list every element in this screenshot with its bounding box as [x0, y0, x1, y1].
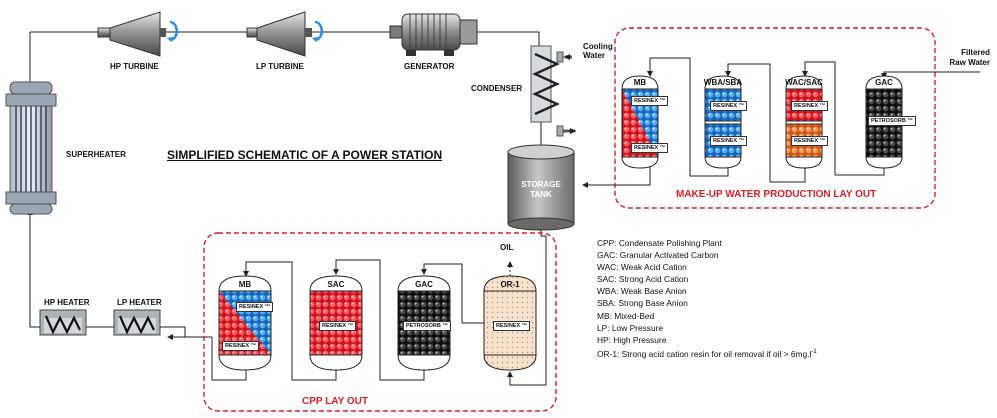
storage-tank-label-1: STORAGE — [521, 180, 561, 189]
makeup-wac-sac-tag-2: RESINEX ™ — [791, 136, 829, 146]
legend-item: MB: Mixed-Bed — [597, 310, 655, 321]
makeup-mb-tag-2: RESINEX ™ — [631, 143, 669, 153]
hp-heater — [39, 309, 87, 336]
legend-item: LP: Low Pressure — [597, 322, 664, 333]
hp-turbine — [97, 11, 179, 57]
cpp-layout-label: CPP LAY OUT — [302, 396, 368, 407]
cpp-mb-tag-1: RESINEX ™ — [236, 302, 274, 312]
makeup-gac-name: GAC — [875, 78, 893, 87]
abbreviation-legend: CPP: Condensate Polishing Plant GAC: Gra… — [597, 237, 817, 360]
cpp-frame — [203, 232, 557, 412]
makeup-wba-sba-tag-2: RESINEX ™ — [710, 136, 748, 146]
legend-item: HP: High Pressure — [597, 334, 667, 345]
makeup-vessel-mb — [621, 75, 659, 169]
legend-or1-text: OR-1: Strong acid cation resin for oil r… — [597, 348, 812, 359]
cpp-sac-tag: RESINEX ™ — [319, 321, 357, 331]
cpp-sac-name: SAC — [327, 280, 345, 289]
cpp-mb-tag-2: RESINEX ™ — [222, 341, 260, 351]
makeup-mb-name: MB — [633, 78, 647, 87]
storage-tank-label-2: TANK — [530, 190, 552, 199]
legend-item: WAC: Weak Acid Cation — [597, 262, 687, 273]
hp-turbine-label: HP TURBINE — [110, 62, 159, 71]
makeup-wac-sac-tag-1: RESINEX ™ — [791, 101, 829, 111]
legend-item: SBA: Strong Base Anion — [597, 298, 688, 309]
legend-or1-superscript: -1 — [811, 348, 817, 355]
makeup-mb-tag-1: RESINEX ™ — [631, 96, 669, 106]
cooling-water-label-1: Cooling — [583, 42, 613, 51]
cooling-water-label-2: Water — [583, 51, 605, 60]
makeup-wba-sba-tag-1: RESINEX ™ — [710, 101, 748, 111]
legend-item: GAC: Granular Activated Carbon — [597, 250, 719, 261]
legend-item-or1: OR-1: Strong acid cation resin for oil r… — [597, 346, 817, 360]
cpp-pipes — [211, 259, 513, 381]
diagram-title: SIMPLIFIED SCHEMATIC OF A POWER STATION — [167, 148, 443, 162]
lp-heater-label: LP HEATER — [117, 298, 162, 307]
makeup-vessel-wac-sac — [785, 75, 823, 169]
storage-tank — [507, 144, 575, 231]
superheater-label: SUPERHEATER — [66, 150, 126, 159]
cpp-mb-name: MB — [238, 280, 252, 289]
makeup-pipes — [582, 57, 980, 188]
condenser-label: CONDENSER — [471, 84, 523, 93]
filtered-raw-water-label-1: Filtered — [961, 48, 990, 57]
cpp-or1-tag: RESINEX ™ — [493, 321, 531, 331]
generator — [389, 13, 478, 56]
oil-label: OIL — [500, 243, 514, 252]
legend-item: CPP: Condensate Polishing Plant — [597, 238, 722, 248]
superheater — [5, 81, 57, 215]
generator-label: GENERATOR — [404, 62, 455, 71]
makeup-wac-sac-name: WAC/SAC — [785, 78, 823, 87]
makeup-frame — [614, 27, 936, 209]
lp-heater — [113, 309, 161, 336]
cpp-vessel-mb — [218, 275, 272, 371]
hp-heater-label: HP HEATER — [44, 298, 90, 307]
cpp-gac-name: GAC — [415, 280, 433, 289]
makeup-wba-sba-name: WBA/SBA — [703, 78, 743, 87]
legend-item: WBA: Weak Base Anion — [597, 286, 687, 297]
lp-turbine-label: LP TURBINE — [256, 62, 304, 71]
filtered-raw-water-label-2: Raw Water — [949, 58, 990, 67]
makeup-gac-tag: PETROSORB ™ — [868, 116, 916, 126]
cpp-gac-tag: PETROSORB ™ — [403, 321, 451, 331]
lp-turbine — [246, 11, 324, 57]
cpp-or1-name: OR-1 — [500, 280, 520, 289]
makeup-vessel-wba-sba — [704, 75, 742, 169]
makeup-layout-label: MAKE-UP WATER PRODUCTION LAY OUT — [676, 189, 877, 200]
condenser — [530, 45, 576, 137]
legend-item: SAC: Strong Acid Cation — [597, 274, 689, 285]
